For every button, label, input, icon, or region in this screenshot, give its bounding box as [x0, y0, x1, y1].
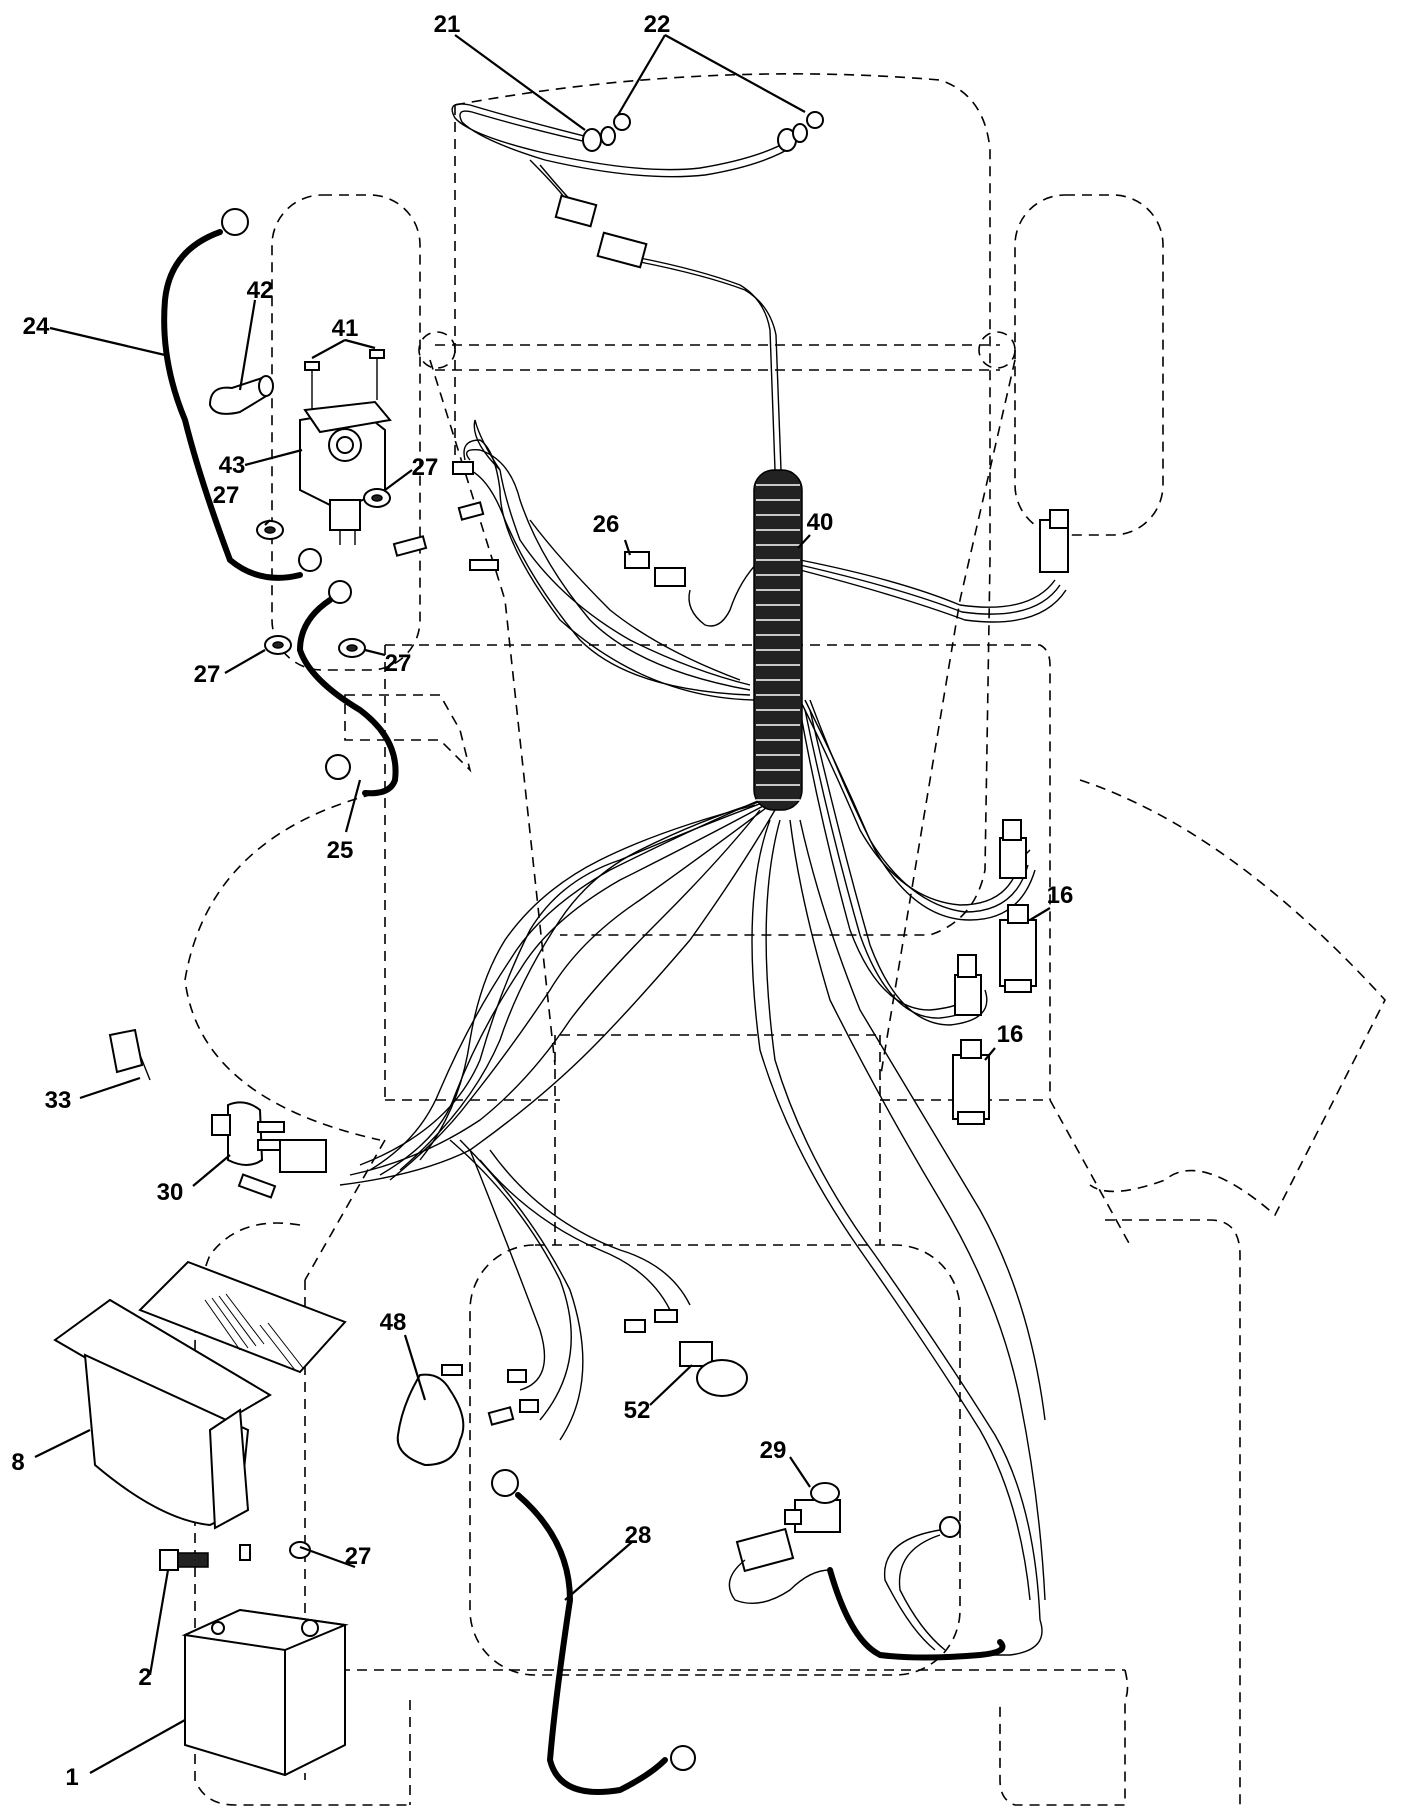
callout-24: 24 [23, 313, 50, 340]
headlight-bulbs [582, 111, 824, 152]
callout-25: 25 [327, 837, 354, 864]
battery [181, 1608, 349, 1777]
ground-eyelet [883, 1516, 961, 1651]
callout-26: 26 [593, 511, 620, 538]
seat-switch-coil [827, 1567, 1006, 1661]
battery-box [53, 1260, 347, 1530]
callout-42: 42 [247, 277, 274, 304]
callout-27-b: 27 [213, 482, 240, 509]
callout-labels: 21 22 24 42 41 43 27 27 27 27 26 40 25 1… [11, 11, 1073, 1791]
callout-27-e: 27 [345, 1543, 372, 1570]
lamp-48 [396, 1364, 465, 1467]
callout-28: 28 [625, 1522, 652, 1549]
seat-switch [784, 1482, 841, 1533]
callout-43: 43 [219, 452, 246, 479]
callout-8: 8 [11, 1449, 24, 1476]
callout-48: 48 [380, 1309, 407, 1336]
battery-bolt [159, 1544, 251, 1571]
fuse [624, 551, 686, 587]
callout-33: 33 [45, 1087, 72, 1114]
ignition-key [108, 1028, 151, 1081]
solenoid-bolts [304, 349, 385, 410]
ground-cable-28 [491, 1469, 696, 1795]
callout-16-b: 16 [997, 1021, 1024, 1048]
misc-connectors [487, 1309, 678, 1426]
callout-27-c: 27 [194, 661, 221, 688]
callout-27-d: 27 [385, 650, 412, 677]
harness-coil-sleeve [753, 469, 803, 811]
battery-cable-24 [161, 208, 322, 581]
main-wire-harness [339, 103, 1067, 1656]
callout-41: 41 [332, 315, 359, 342]
callout-29: 29 [760, 1437, 787, 1464]
headlight-connector [554, 194, 648, 269]
wire-terminals [392, 461, 499, 571]
callout-16-a: 16 [1047, 882, 1074, 909]
seat-switch-connector [728, 1527, 831, 1604]
hex-nuts [256, 488, 391, 1559]
leader-lines [34, 34, 1051, 1774]
safety-switches-16 [952, 904, 1037, 1125]
pto-connector [954, 509, 1069, 1016]
callout-1: 1 [65, 1764, 78, 1791]
callout-52: 52 [624, 1397, 651, 1424]
callout-30: 30 [157, 1179, 184, 1206]
callout-22: 22 [644, 11, 671, 38]
callout-40: 40 [807, 509, 834, 536]
lamp-52 [679, 1341, 748, 1397]
ignition-switch [211, 1101, 327, 1199]
terminal-boot [208, 375, 274, 415]
callout-2: 2 [138, 1664, 151, 1691]
starter-solenoid [299, 400, 392, 545]
battery-cable-25 [296, 580, 399, 797]
callout-27-a: 27 [412, 454, 439, 481]
callout-21: 21 [434, 11, 461, 38]
